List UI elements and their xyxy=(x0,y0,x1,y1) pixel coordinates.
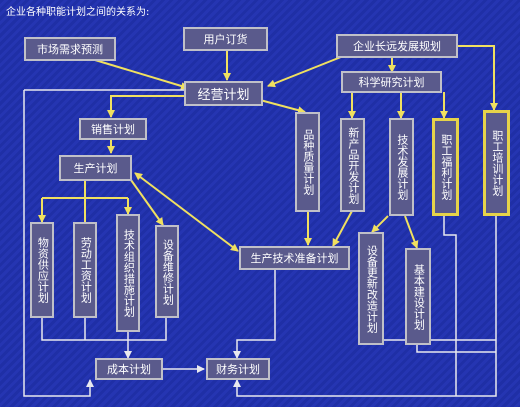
research-plan-box: 科学研究计划 xyxy=(341,71,442,93)
wire-update-return xyxy=(371,325,496,341)
welfare-plan-box: 职工福利计划 xyxy=(432,118,459,216)
diagram-title: 企业各种职能计划之间的关系为: xyxy=(6,7,150,18)
arrow-longterm-to-training xyxy=(457,45,498,111)
wire-left-return xyxy=(23,90,94,397)
new-product-plan-box: 新产品开发计划 xyxy=(340,118,365,212)
training-plan-box: 职工培训计划 xyxy=(483,110,510,216)
prod-tech-prep-plan-box: 生产技术准备计划 xyxy=(239,246,350,270)
tech-org-plan-box: 技术组织措施计划 xyxy=(116,214,140,332)
arrow-production-branches xyxy=(42,180,128,222)
user-orders-box: 用户订货 xyxy=(183,27,268,51)
material-plan-box: 物资供应计划 xyxy=(30,222,54,318)
sales-plan-box: 销售计划 xyxy=(79,118,147,140)
cost-plan-box: 成本计划 xyxy=(95,358,163,380)
capital-construction-plan-box: 基本建设计划 xyxy=(405,248,431,345)
wire-construction-return xyxy=(416,345,496,353)
quality-plan-box: 品种质量计划 xyxy=(295,112,320,212)
arrow-market-to-business xyxy=(94,59,189,90)
arrow-techdev-to-construction xyxy=(404,215,419,249)
wire-material-to-cost xyxy=(41,318,128,341)
finance-plan-box: 财务计划 xyxy=(206,358,270,380)
arrow-longterm-to-business xyxy=(267,54,347,88)
long-term-plan-box: 企业长远发展规划 xyxy=(336,34,458,58)
wire-prep-to-finance xyxy=(233,268,276,359)
arrow-business-to-quality xyxy=(259,99,306,115)
wire-right-return xyxy=(233,216,497,397)
arrow-prod-to-prep xyxy=(134,172,239,252)
wire-equip-to-cost xyxy=(128,318,167,341)
market-forecast-box: 市场需求预测 xyxy=(24,37,116,61)
arrow-business-to-sales xyxy=(107,95,185,118)
wire-welfare-return xyxy=(443,216,457,396)
equipment-repair-plan-box: 设备维修计划 xyxy=(155,225,179,318)
business-plan-box: 经营计划 xyxy=(184,81,263,106)
tech-dev-plan-box: 技术发展计划 xyxy=(389,118,414,216)
arrow-techdev-to-update xyxy=(371,215,389,233)
production-plan-box: 生产计划 xyxy=(59,155,132,181)
equipment-update-plan-box: 设备更新改造计划 xyxy=(358,232,384,345)
labor-wage-plan-box: 劳动工资计划 xyxy=(73,222,97,318)
arrow-newproduct-to-prep xyxy=(332,210,353,247)
